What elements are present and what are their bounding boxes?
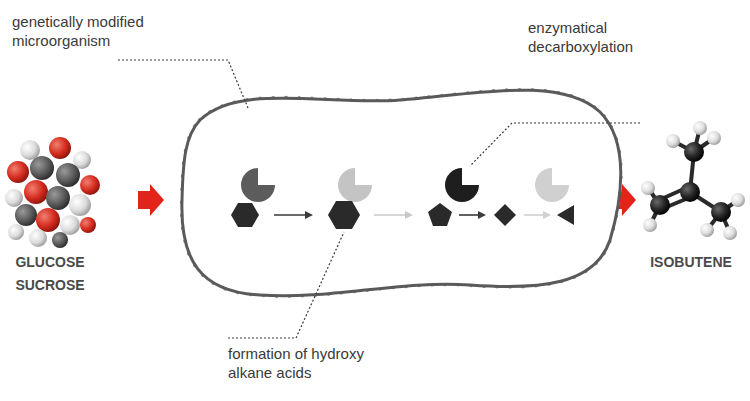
callout-label: enzymatical decarboxylation [528, 18, 658, 56]
callout-label: formation of hydroxy alkane acids [228, 344, 388, 382]
input-arrow [138, 184, 164, 216]
leader-lines [118, 60, 640, 338]
cell-cilia [182, 90, 621, 296]
enzyme-symbols [241, 168, 569, 202]
isobutene-molecule [641, 121, 745, 240]
callout-label: genetically modified microorganism [12, 12, 172, 50]
substance-label: SUCROSE [4, 276, 96, 295]
product-label: ISOBUTENE [636, 253, 746, 272]
metabolite-pathway [231, 201, 574, 229]
glucose-molecule [5, 137, 100, 248]
substance-label: GLUCOSE [4, 253, 96, 272]
cell-membrane [182, 90, 621, 296]
